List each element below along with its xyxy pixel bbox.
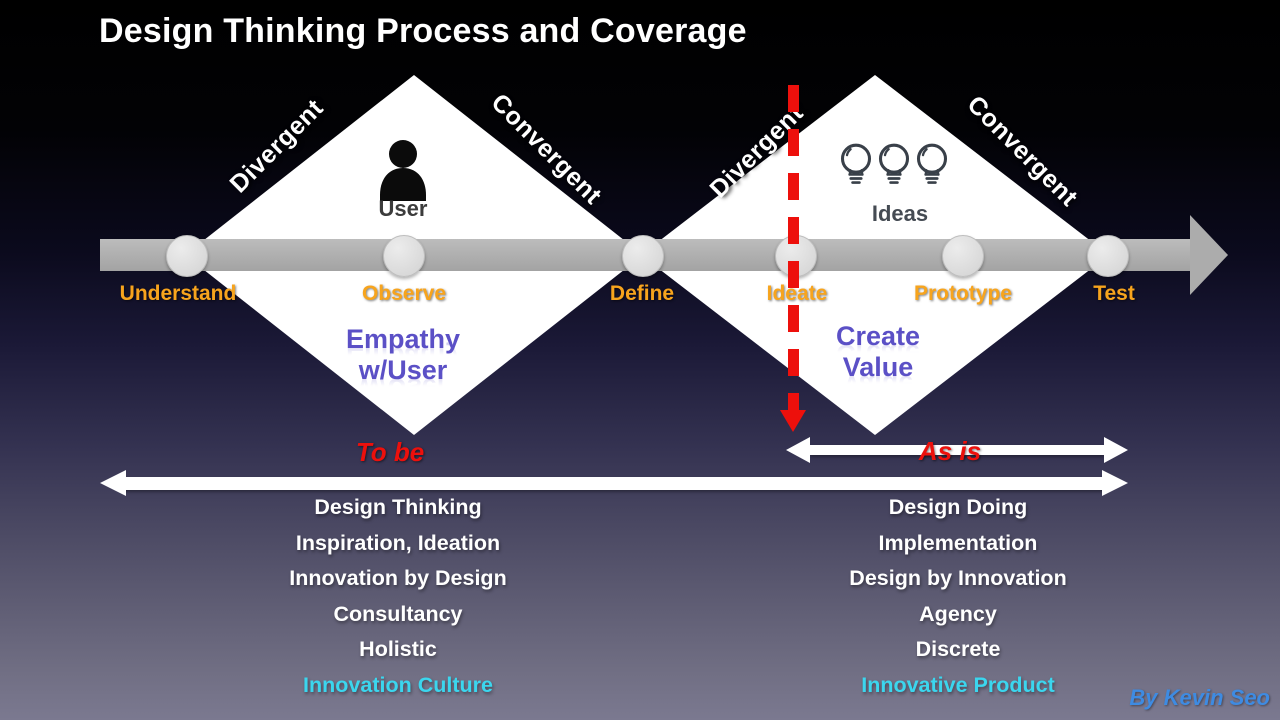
empathy-label: Empathy w/User bbox=[253, 324, 553, 386]
list-item-highlight: Innovative Product bbox=[861, 672, 1055, 697]
list-item: Innovation by Design bbox=[289, 566, 507, 591]
list-item: Design Thinking bbox=[314, 495, 482, 519]
coverage-arrow bbox=[124, 477, 1104, 490]
create-value-label-line2: Value bbox=[842, 352, 914, 382]
ideas-caption: Ideas bbox=[871, 201, 929, 226]
stage-label-observe: Observe bbox=[361, 282, 447, 305]
page-title: Design Thinking Process and Coverage bbox=[99, 12, 747, 50]
stage-node-understand bbox=[166, 235, 208, 277]
as-is-arrowhead-right-icon bbox=[1104, 437, 1128, 463]
as-is-arrowhead-left-icon bbox=[786, 437, 810, 463]
user-icon bbox=[375, 139, 431, 208]
list-item: Agency bbox=[919, 601, 997, 626]
stage-node-observe bbox=[383, 235, 425, 277]
list-item: Implementation bbox=[878, 530, 1038, 555]
stage-node-test bbox=[1087, 235, 1129, 277]
stage-label-define: Define bbox=[609, 282, 675, 305]
create-value-label: Create Value bbox=[728, 321, 1028, 383]
lightbulb-icon bbox=[916, 143, 948, 184]
stage-label-prototype: Prototype bbox=[913, 282, 1012, 305]
list-item: Holistic bbox=[359, 637, 437, 662]
create-value-label-line1: Create bbox=[835, 321, 921, 351]
empathy-label-line2: w/User bbox=[358, 355, 448, 385]
list-item: Consultancy bbox=[333, 601, 463, 626]
list-item: Design Doing bbox=[888, 495, 1028, 519]
empathy-label-line1: Empathy bbox=[345, 324, 461, 354]
stage-label-understand: Understand bbox=[119, 282, 237, 305]
as-is-label: As is bbox=[918, 436, 982, 466]
list-item: Design by Innovation bbox=[849, 566, 1067, 591]
coverage-arrowhead-left-icon bbox=[100, 470, 126, 496]
list-item: Inspiration, Ideation bbox=[295, 530, 501, 555]
coverage-list-right: Design Doing Implementation Design by In… bbox=[748, 490, 1168, 704]
stage-node-prototype bbox=[942, 235, 984, 277]
user-caption: User bbox=[378, 196, 428, 221]
red-divider-arrowhead-icon bbox=[780, 410, 806, 432]
lightbulb-icon bbox=[878, 143, 910, 184]
to-be-label: To be bbox=[355, 437, 425, 467]
stage-node-define bbox=[622, 235, 664, 277]
lightbulb-icon bbox=[840, 143, 872, 184]
red-dashed-divider bbox=[788, 85, 799, 411]
lightbulb-icons bbox=[838, 142, 950, 188]
stage-label-test: Test bbox=[1093, 282, 1135, 305]
coverage-list-left: Design Thinking Inspiration, Ideation In… bbox=[188, 490, 608, 704]
as-is-arrow bbox=[810, 445, 1104, 455]
author-signature: By Kevin Seo bbox=[1129, 685, 1270, 710]
coverage-arrowhead-right-icon bbox=[1102, 470, 1128, 496]
list-item-highlight: Innovation Culture bbox=[303, 672, 493, 697]
process-timeline-arrowhead bbox=[1190, 215, 1228, 295]
list-item: Discrete bbox=[915, 637, 1001, 662]
